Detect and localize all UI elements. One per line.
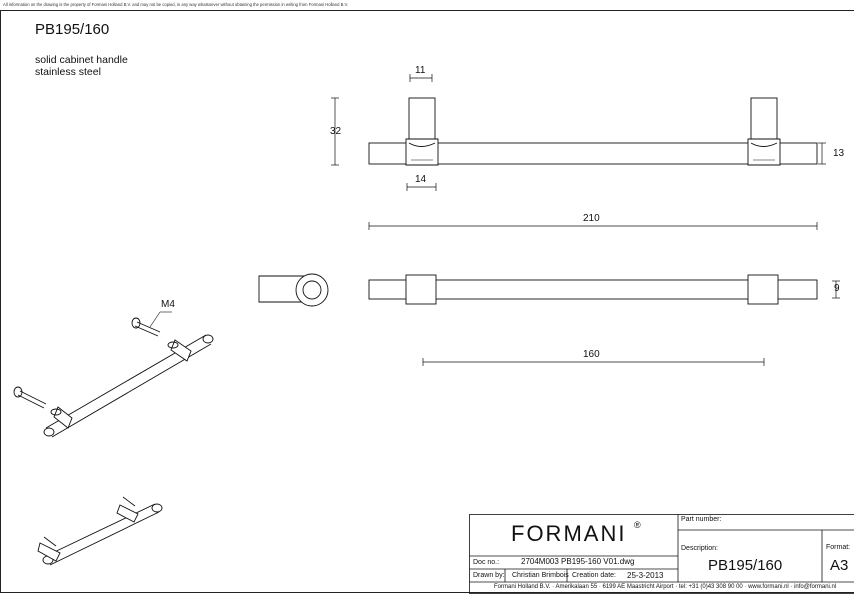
screw-size-label: M4 [161,299,175,310]
doc-no-label: Doc no.: [473,559,500,566]
dim-14-line [406,183,437,191]
drawn-by-label: Drawn by: [473,572,505,579]
dim-11-label: 11 [415,65,426,76]
exploded-isometric-view [13,311,214,438]
dim-13-label: 13 [833,148,845,159]
dim-13-line [818,142,826,165]
side-bar-section [302,280,322,300]
description-value: PB195/160 [708,557,783,574]
assembled-isometric-view [37,496,163,566]
dim-160-label: 160 [583,349,600,360]
top-collar-left [405,274,437,305]
dim-9-line [832,280,840,299]
front-view [368,97,818,166]
formani-logo: FORMANI [511,521,627,546]
top-view [368,274,818,305]
dim-160-line [422,358,765,366]
dim-32-label: 32 [330,126,342,137]
front-collar-left [405,138,439,166]
format-value: A3 [830,557,849,574]
registered-mark: ® [634,520,641,530]
drawing-title: PB195/160 [35,21,110,38]
product-material: stainless steel [35,66,101,78]
dim-11-line [409,74,433,82]
copyright-notice: All information on the drawing is the pr… [3,2,349,7]
dim-14-label: 14 [415,174,427,185]
creation-date-value: 25-3-2013 [627,571,664,580]
creation-date-label: Creation date: [572,572,616,579]
dim-210-line [368,222,818,230]
dim-9-label: 9 [834,283,840,294]
description-label: Description: [681,545,718,552]
drawn-by-value: Christian Brimbois [512,572,569,579]
side-collar [295,273,329,307]
format-label: Format: [826,544,851,551]
company-footer: Formani Holland B.V. · Amerikalaan 55 · … [494,584,837,590]
product-description: solid cabinet handle [35,54,128,66]
title-block [469,514,854,594]
dim-210-label: 210 [583,213,600,224]
front-collar-right [747,138,781,166]
front-bar [368,142,818,165]
doc-no-value: 2704M003 PB195-160 V01.dwg [521,557,635,566]
part-number-label: Part number: [681,516,722,523]
side-view [258,273,329,307]
top-bar [368,279,818,300]
sheet-border [0,10,854,593]
dim-32-line [331,97,339,166]
top-collar-right [747,274,779,305]
